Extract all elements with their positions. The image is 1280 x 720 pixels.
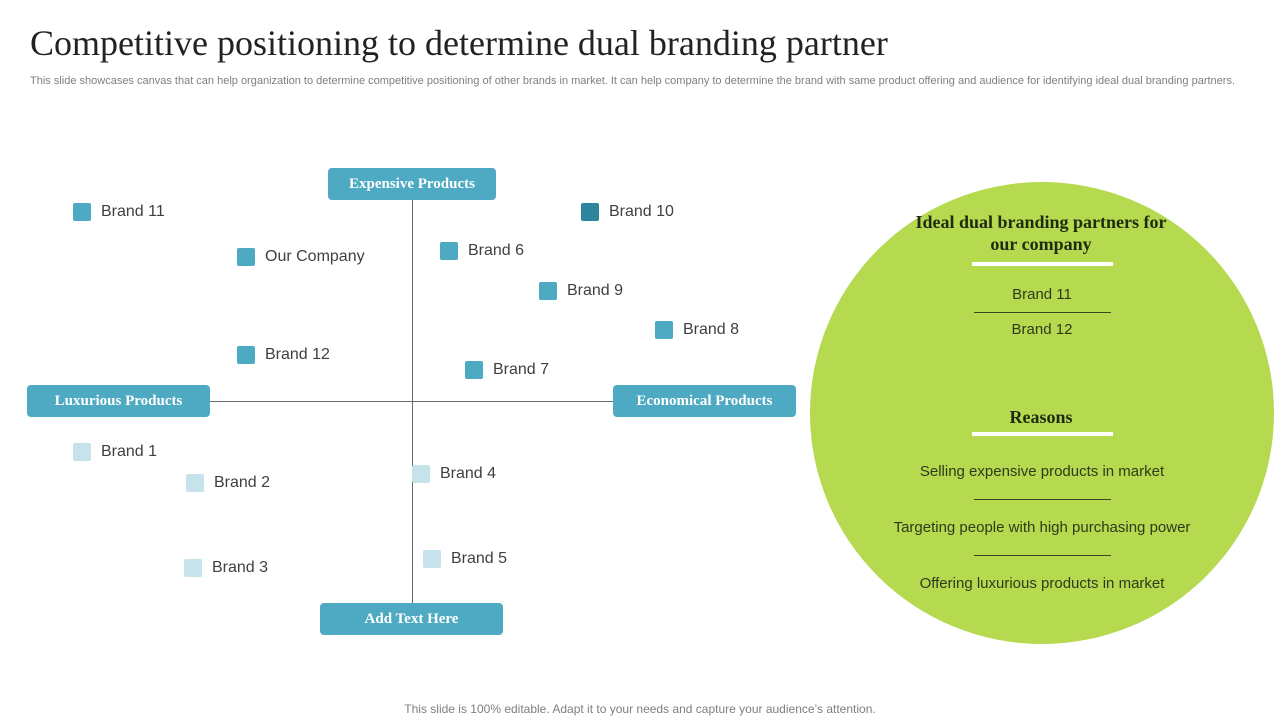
brand-label: Brand 5 — [451, 550, 508, 567]
partner-item: Brand 11 — [1012, 286, 1072, 303]
brand-item-1: Brand 1 — [73, 442, 157, 462]
axis-label-top: Expensive Products — [328, 168, 496, 200]
partner-divider — [974, 312, 1111, 313]
reason-item: Selling expensive products in market — [919, 463, 1165, 480]
brand-marker — [186, 474, 204, 492]
brand-marker — [465, 361, 483, 379]
brand-marker — [655, 321, 673, 339]
page-title: Competitive positioning to determine dua… — [30, 23, 888, 63]
brand-marker — [423, 550, 441, 568]
reason-item: Targeting people with high purchasing po… — [893, 519, 1191, 536]
brand-item-6: Brand 6 — [440, 241, 524, 261]
brand-item-4: Brand 4 — [412, 464, 496, 484]
brand-marker — [412, 465, 430, 483]
reason-divider — [974, 555, 1111, 556]
brand-label: Brand 9 — [567, 282, 624, 299]
reasons-underline — [972, 432, 1113, 436]
axis-label-left: Luxurious Products — [27, 385, 210, 417]
horizontal-axis-line — [208, 401, 616, 402]
brand-label: Our Company — [265, 248, 365, 265]
axis-label-right: Economical Products — [613, 385, 796, 417]
brand-item-9: Brand 9 — [539, 281, 623, 301]
brand-item-10: Brand 10 — [581, 202, 674, 222]
heading-underline — [972, 262, 1113, 266]
brand-marker — [237, 248, 255, 266]
brand-label: Brand 7 — [493, 361, 550, 378]
brand-label: Brand 4 — [440, 465, 497, 482]
brand-marker — [73, 203, 91, 221]
panel-heading: Ideal dual branding partners for our com… — [915, 212, 1167, 254]
panel-circle — [810, 182, 1274, 644]
brand-item-5: Brand 5 — [423, 549, 507, 569]
brand-item-2: Brand 2 — [186, 473, 270, 493]
reason-divider — [974, 499, 1111, 500]
brand-item-3: Brand 3 — [184, 558, 268, 578]
brand-marker — [440, 242, 458, 260]
brand-label: Brand 1 — [101, 443, 158, 460]
brand-marker — [237, 346, 255, 364]
brand-item-8: Brand 8 — [655, 320, 739, 340]
brand-label: Brand 11 — [101, 203, 165, 220]
brand-marker — [581, 203, 599, 221]
brand-label: Brand 3 — [212, 559, 269, 576]
brand-item-12: Brand 12 — [237, 345, 330, 365]
brand-item-11: Brand 11 — [73, 202, 165, 222]
reasons-heading: Reasons — [1009, 407, 1073, 427]
brand-marker — [539, 282, 557, 300]
partner-item: Brand 12 — [1011, 321, 1073, 338]
brand-label: Brand 8 — [683, 321, 740, 338]
footer-note: This slide is 100% editable. Adapt it to… — [404, 702, 876, 716]
reason-item: Offering luxurious products in market — [919, 575, 1165, 592]
brand-label: Brand 6 — [468, 242, 525, 259]
brand-marker — [184, 559, 202, 577]
brand-label: Brand 2 — [214, 474, 271, 491]
brand-label: Brand 10 — [609, 203, 674, 220]
vertical-axis-line — [412, 196, 413, 608]
axis-label-bottom: Add Text Here — [320, 603, 503, 635]
brand-label: Brand 12 — [265, 346, 330, 363]
brand-item-7: Brand 7 — [465, 360, 549, 380]
brand-marker — [73, 443, 91, 461]
page-subtitle: This slide showcases canvas that can hel… — [30, 75, 1235, 87]
brand-item-our-company: Our Company — [237, 247, 365, 267]
